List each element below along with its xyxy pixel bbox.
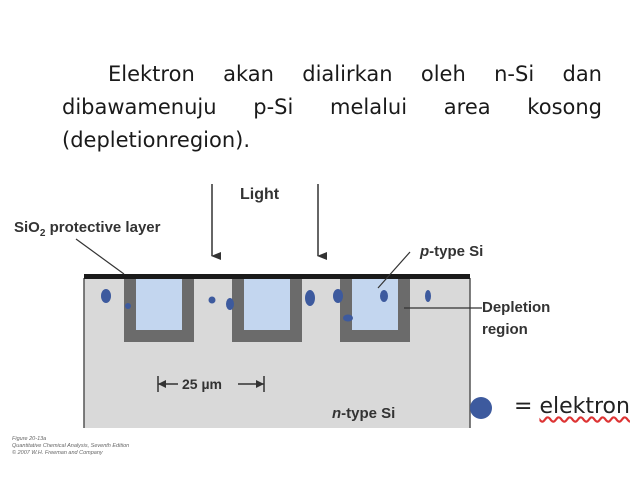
sio2-protective-layer xyxy=(84,274,470,279)
figure-credits: Figure 20-13a Quantitative Chemical Anal… xyxy=(12,436,129,457)
paragraph-line-1: Elektron akan dialirkan oleh n-Si dan xyxy=(108,62,602,86)
legend-equals: = xyxy=(514,394,540,419)
depletion-label-line-2: region xyxy=(482,321,528,338)
sio2-label: SiO2 protective layer xyxy=(14,219,161,239)
well-1 xyxy=(124,278,194,342)
credit-line-3: © 2007 W.H. Freeman and Company xyxy=(12,450,103,456)
p-type-leader-line xyxy=(377,251,411,289)
electron-dot xyxy=(425,290,431,302)
paragraph-line-3: (depletionregion). xyxy=(62,128,251,152)
scale-label: 25 µm xyxy=(182,376,222,392)
legend-electron-icon xyxy=(470,397,492,419)
legend-word: elektron xyxy=(539,394,630,419)
scale-bar xyxy=(157,376,265,392)
credit-line-2: Quantitative Chemical Analysis, Seventh … xyxy=(12,443,130,449)
electron-dot xyxy=(333,289,343,303)
electron-dot xyxy=(125,303,131,309)
paragraph-line-2: dibawamenuju p-Si melalui area kosong xyxy=(62,95,602,119)
light-label: Light xyxy=(240,186,280,203)
electron-dot xyxy=(101,289,111,303)
n-type-label: n-type Si xyxy=(332,405,395,422)
well-3 xyxy=(340,278,410,342)
sio2-leader-line xyxy=(75,238,125,275)
credit-line-1: Figure 20-13a xyxy=(12,436,47,442)
depletion-label-line-1: Depletion xyxy=(482,299,550,316)
electron-dot xyxy=(343,314,353,322)
electron-dot xyxy=(380,290,388,302)
electron-dot xyxy=(208,296,216,304)
well-2 xyxy=(232,278,302,342)
electron-dot xyxy=(226,298,234,310)
description-paragraph: Elektron akan dialirkan oleh n-Si dan di… xyxy=(62,58,602,157)
p-type-label: p-type Si xyxy=(419,243,483,260)
legend-label: = elektron xyxy=(514,394,630,419)
electron-dot xyxy=(305,290,315,306)
